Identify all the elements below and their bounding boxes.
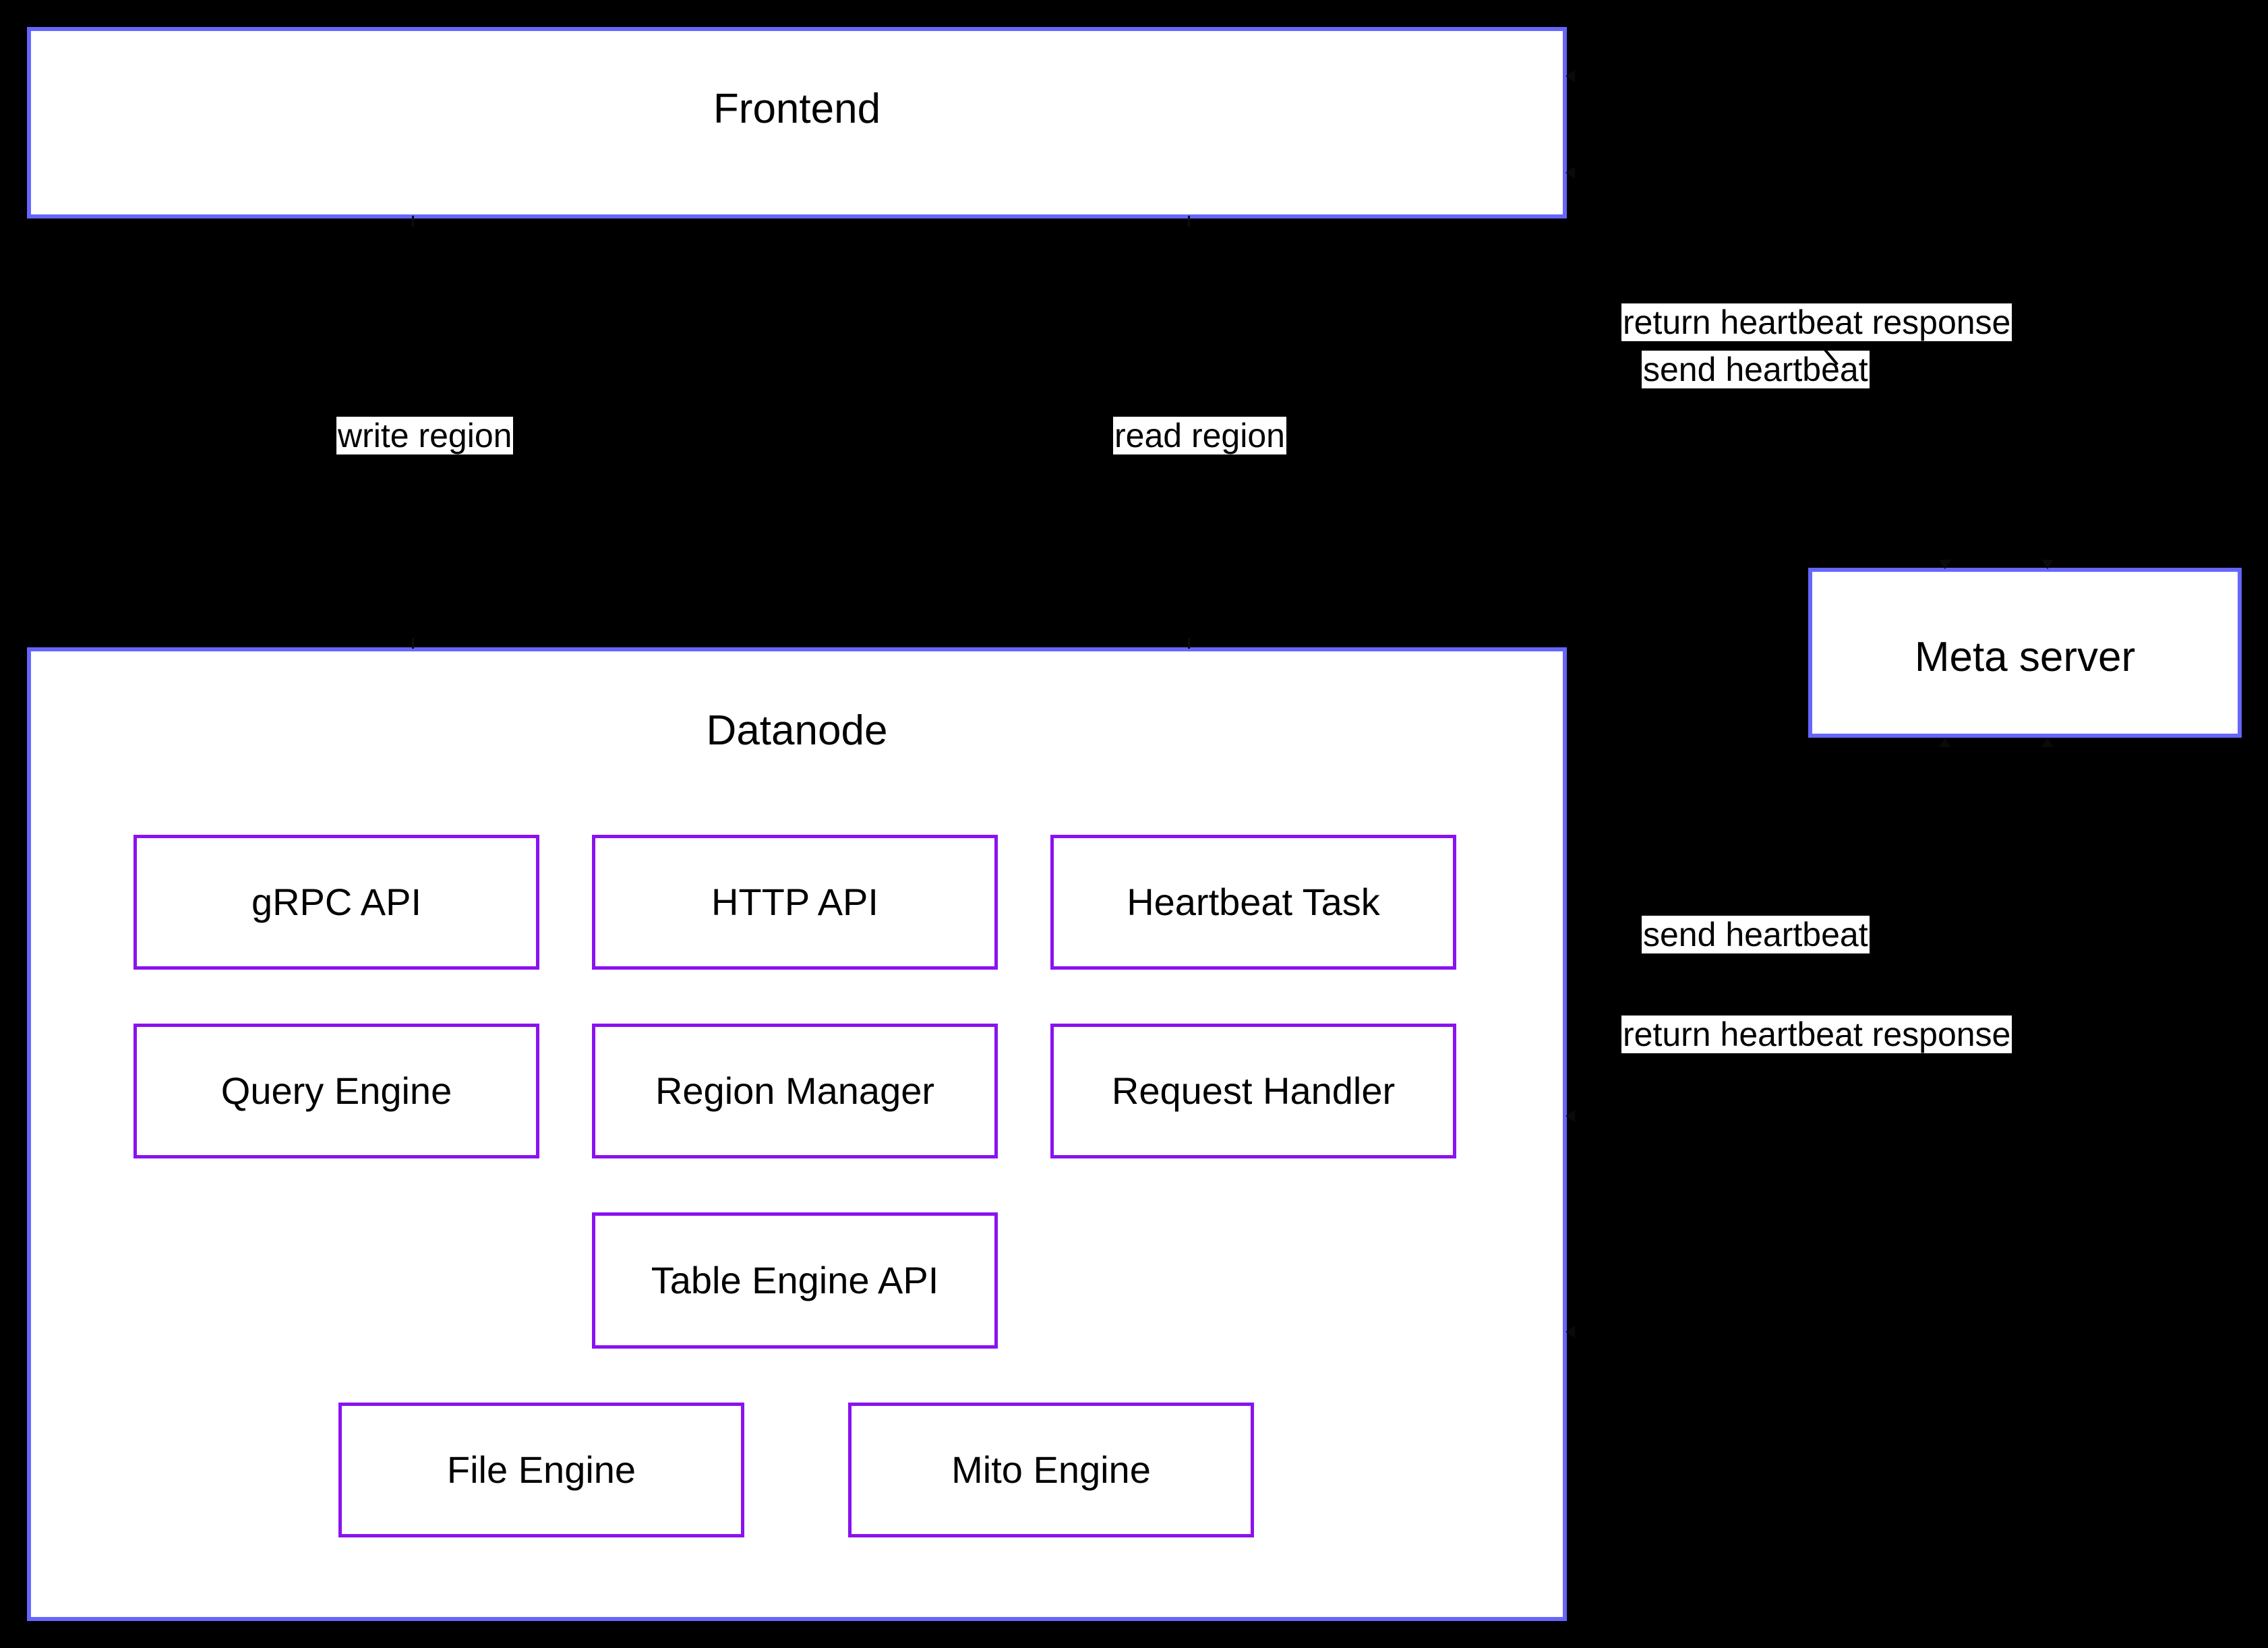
heartbeat-task-label: Heartbeat Task: [1127, 881, 1380, 924]
request-handler-label: Request Handler: [1111, 1069, 1396, 1113]
edge-label-frontend-send-heartbeat: send heartbeat: [1642, 351, 1870, 388]
datanode-component-mito-engine[interactable]: Mito Engine: [848, 1403, 1254, 1537]
meta-server-top-right-arrow-icon: [2041, 560, 2054, 569]
query-engine-label: Query Engine: [220, 1069, 452, 1113]
frontend-read-connector-tick: [1188, 216, 1190, 227]
datanode-component-grpc-api[interactable]: gRPC API: [133, 835, 539, 970]
datanode-component-http-api[interactable]: HTTP API: [592, 835, 998, 970]
frontend-node[interactable]: Frontend: [27, 27, 1567, 218]
meta-server-node[interactable]: Meta server: [1808, 568, 2242, 738]
datanode-component-heartbeat-task[interactable]: Heartbeat Task: [1050, 835, 1456, 970]
file-engine-label: File Engine: [446, 1448, 636, 1492]
mito-engine-label: Mito Engine: [951, 1448, 1151, 1492]
edge-label-datanode-send-heartbeat: send heartbeat: [1642, 916, 1870, 953]
table-engine-api-label: Table Engine API: [651, 1259, 939, 1302]
frontend-title: Frontend: [713, 86, 881, 132]
datanode-component-file-engine[interactable]: File Engine: [338, 1403, 744, 1537]
datanode-component-request-handler[interactable]: Request Handler: [1050, 1024, 1456, 1158]
datanode-component-table-engine-api[interactable]: Table Engine API: [592, 1212, 998, 1349]
http-api-label: HTTP API: [711, 881, 878, 924]
datanode-write-connector-tick: [412, 638, 414, 649]
frontend-write-connector-tick: [412, 216, 414, 227]
datanode-heartbeat-arrow-icon: [1565, 1110, 1575, 1122]
datanode-title: Datanode: [706, 707, 888, 754]
meta-server-top-left-arrow-icon: [1939, 560, 1951, 569]
meta-server-bottom-right-arrow-icon: [2041, 738, 2054, 747]
meta-server-title: Meta server: [1914, 634, 2136, 680]
edge-label-write-region: write region: [336, 417, 514, 454]
region-manager-label: Region Manager: [655, 1069, 935, 1113]
frontend-heartbeat-response-arrow-icon: [1565, 70, 1575, 82]
meta-server-bottom-left-arrow-icon: [1939, 738, 1951, 747]
edge-label-frontend-return-heartbeat-response: return heartbeat response: [1621, 303, 2012, 341]
datanode-component-region-manager[interactable]: Region Manager: [592, 1024, 998, 1158]
datanode-component-query-engine[interactable]: Query Engine: [133, 1024, 539, 1158]
edge-label-read-region: read region: [1113, 417, 1286, 454]
datanode-heartbeat-response-arrow-icon: [1565, 1326, 1575, 1338]
grpc-api-label: gRPC API: [251, 881, 422, 924]
datanode-read-connector-tick: [1188, 638, 1190, 649]
frontend-send-heartbeat-arrow-icon: [1565, 167, 1575, 179]
edge-label-datanode-return-heartbeat-response: return heartbeat response: [1621, 1016, 2012, 1053]
